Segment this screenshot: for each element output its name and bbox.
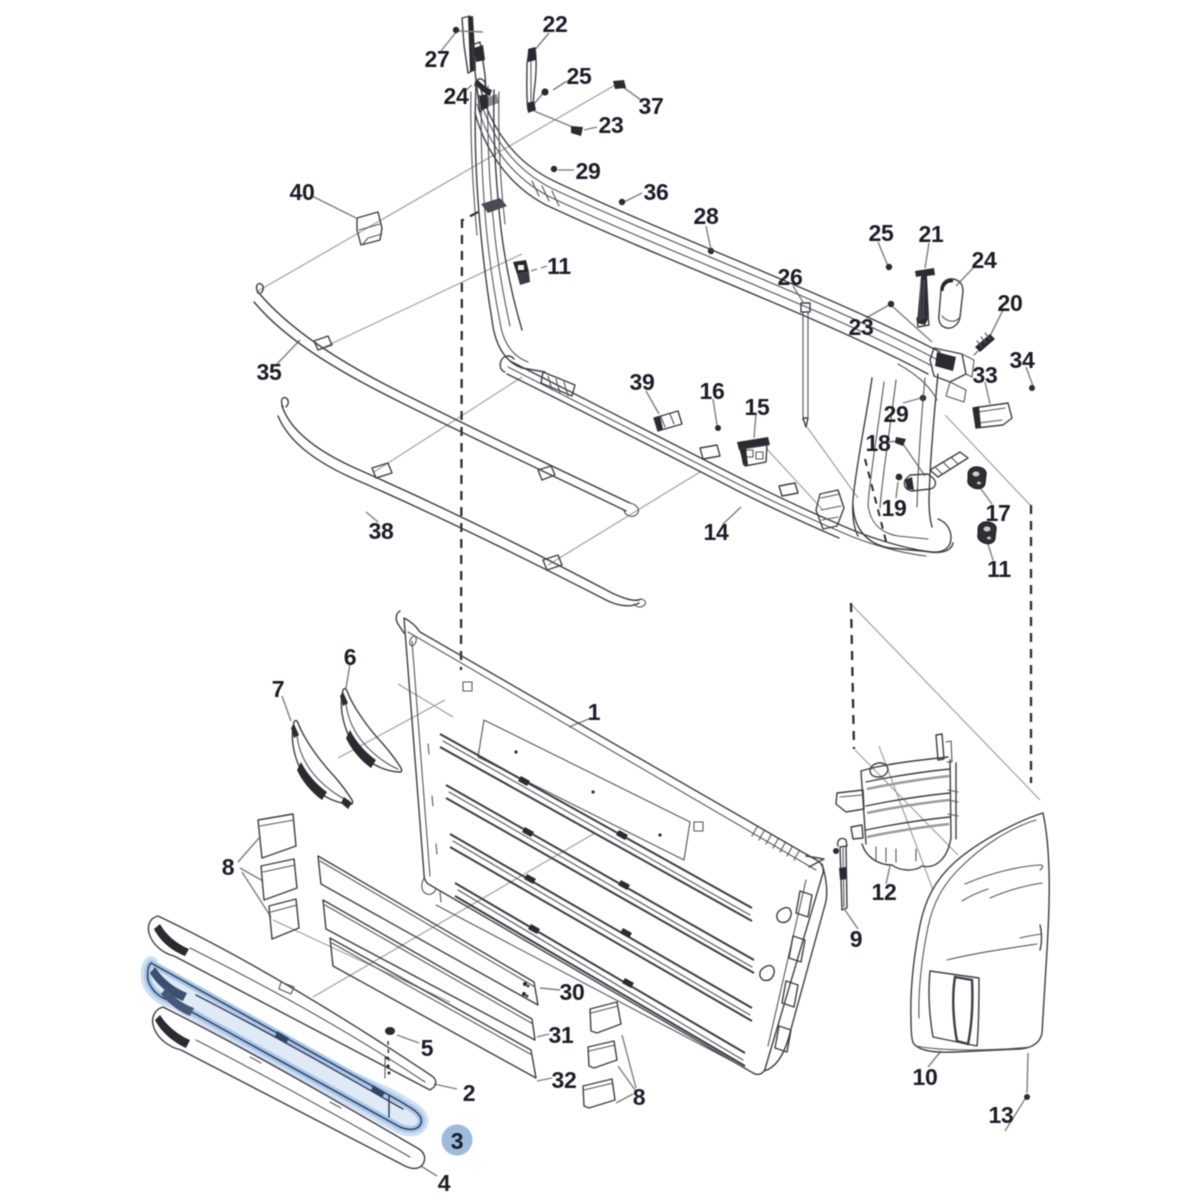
svg-text:6: 6 [344, 644, 357, 670]
svg-text:2: 2 [463, 1080, 476, 1106]
svg-text:17: 17 [986, 500, 1011, 526]
svg-text:28: 28 [694, 203, 719, 229]
svg-text:13: 13 [989, 1102, 1014, 1128]
svg-text:21: 21 [919, 221, 944, 247]
svg-text:20: 20 [998, 290, 1023, 316]
svg-text:24: 24 [972, 247, 997, 273]
svg-text:31: 31 [549, 1022, 574, 1048]
svg-text:39: 39 [630, 369, 655, 395]
svg-text:10: 10 [913, 1064, 938, 1090]
svg-text:7: 7 [272, 676, 285, 702]
svg-text:18: 18 [866, 430, 891, 456]
svg-text:24: 24 [444, 83, 469, 109]
svg-text:29: 29 [576, 158, 601, 184]
svg-text:9: 9 [850, 926, 863, 952]
svg-text:19: 19 [882, 495, 907, 521]
svg-text:36: 36 [644, 179, 669, 205]
svg-text:16: 16 [700, 378, 725, 404]
svg-text:26: 26 [778, 264, 803, 290]
svg-text:25: 25 [869, 220, 894, 246]
svg-text:8: 8 [633, 1084, 646, 1110]
svg-text:35: 35 [257, 359, 282, 385]
svg-text:27: 27 [425, 46, 450, 72]
svg-text:32: 32 [552, 1067, 577, 1093]
svg-text:37: 37 [639, 93, 664, 119]
svg-text:40: 40 [290, 179, 315, 205]
svg-text:34: 34 [1010, 347, 1035, 373]
svg-text:14: 14 [704, 519, 729, 545]
svg-text:29: 29 [884, 401, 909, 427]
svg-text:23: 23 [849, 314, 874, 340]
svg-text:11: 11 [547, 253, 571, 279]
svg-text:22: 22 [543, 11, 568, 37]
svg-text:25: 25 [567, 63, 592, 89]
svg-text:3: 3 [451, 1128, 464, 1154]
svg-text:4: 4 [438, 1170, 451, 1196]
svg-text:15: 15 [745, 394, 770, 420]
svg-text:30: 30 [560, 979, 585, 1005]
svg-text:5: 5 [421, 1035, 434, 1061]
svg-text:23: 23 [599, 112, 624, 138]
svg-text:1: 1 [588, 699, 601, 725]
svg-text:38: 38 [369, 518, 394, 544]
svg-text:12: 12 [872, 879, 897, 905]
svg-text:33: 33 [973, 362, 998, 388]
svg-text:11: 11 [987, 556, 1011, 582]
svg-text:8: 8 [222, 854, 235, 880]
